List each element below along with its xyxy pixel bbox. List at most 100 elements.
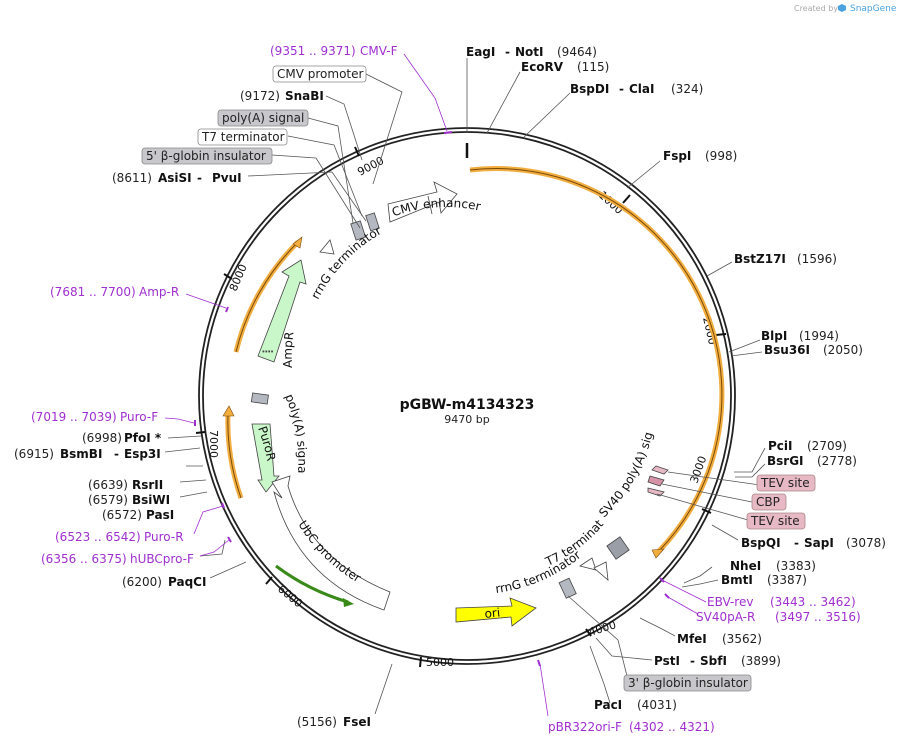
cmv-promoter-label: CMV promoter [277,67,364,81]
bsmbi-site-label[interactable]: BsmBI [60,447,102,461]
ampr-ellipsis: .... [262,345,273,355]
clai-position: (324) [671,82,703,96]
t7-terminator-box[interactable] [197,128,288,146]
psti-separator: - [690,654,695,668]
nhei-position: (3383) [776,559,816,573]
clai-site-label[interactable]: ClaI [629,82,654,96]
rsrii-site-label[interactable]: RsrII [132,478,163,492]
cmv-enhancer-arrow [387,181,458,223]
esp3i-site-label[interactable]: Esp3I [124,447,161,461]
psti-site-label[interactable]: PstI [654,654,680,668]
tev-site-box-1-label: TEV site [760,476,810,490]
sv40-gray-box [606,536,630,560]
orf-arc-left-lower-core [227,411,242,499]
bsiwi-position: (6579) [88,493,128,507]
green-orf-arrowhead [343,598,354,607]
cbp-box-label: CBP [756,495,780,509]
mfei-position: (3562) [722,632,762,646]
pbr322ori-f-position: (4302 .. 4321) [629,720,715,734]
orf-arc-right [469,166,725,554]
plasmid-name: pGBW-m4134323 [400,397,535,413]
hubcpro-f-position: (6356 .. 6375) [41,552,127,566]
polya-signal-box[interactable] [217,109,309,127]
bspqi-site-label[interactable]: BspQI [741,536,781,550]
sbfi-site-label[interactable]: SbfI [700,654,727,668]
noti-site-label[interactable]: NotI [515,45,544,59]
bspqi-separator: - [794,536,799,550]
sapi-site-label[interactable]: SapI [804,536,834,550]
bmti-site-label[interactable]: BmtI [721,573,753,587]
snabi-position: (9172) [240,89,280,103]
ubc-promoter-arrow [271,475,391,611]
beta-globin-3-box[interactable] [623,674,752,692]
ampr-arrow [257,259,307,363]
bmti-position: (3387) [767,573,807,587]
cmv-f-primer-label[interactable]: CMV-F [360,44,398,58]
fsei-site-label[interactable]: FseI [343,715,371,729]
pbr322ori-f-primer-label[interactable]: pBR322ori-F [548,720,622,734]
eagi-site-label[interactable]: EagI [466,45,495,59]
orf-arrowhead-right [651,548,665,559]
ebv-rev-primer-label[interactable]: EBV-rev [707,595,753,609]
tev-site-shape-1 [651,465,669,475]
orf-arrowhead-left-lower [222,405,235,417]
noti-position: (9464) [557,45,597,59]
blpi-site-label[interactable]: BlpI [761,329,787,343]
pcii-site-label[interactable]: PciI [768,439,793,453]
brand-prefix: Created by [794,4,838,13]
puro-f-position: (7019 .. 7039) [31,410,117,424]
tev-site-box-2-label: TEV site [750,514,800,528]
brand-name: SnapGene [850,4,897,14]
primer-marks [194,131,670,667]
paci-position: (4031) [637,698,677,712]
sapi-position: (3078) [846,536,886,550]
snapgene-brand: Created by SnapGene [794,4,897,14]
rrng-terminator-bottom-arrow [579,557,597,571]
pvui-site-label[interactable]: PvuI [212,171,242,185]
puro-f-primer-label[interactable]: Puro-F [120,410,158,424]
rsrii-position: (6639) [88,478,128,492]
fspi-site-label[interactable]: FspI [663,149,691,163]
gray-box-insulator [350,220,367,241]
bspdi-separator: - [619,82,624,96]
paqci-site-label[interactable]: PaqCI [168,575,206,589]
orf-arcs [222,166,725,559]
tev-site-box-1[interactable] [756,474,816,492]
tick-label-8000: 8000 [227,262,250,293]
sv40pa-r-primer-label[interactable]: SV40pA-R [696,610,755,624]
cmv-enhancer-divider [427,195,433,215]
green-orf-arc-group [275,564,354,607]
mfei-site-label[interactable]: MfeI [677,632,707,646]
paci-site-label[interactable]: PacI [594,698,622,712]
bsu36i-site-label[interactable]: Bsu36I [764,343,810,357]
beta-globin-5-box[interactable] [141,147,273,165]
plasmid-size: 9470 bp [444,413,489,426]
cmv-promoter-box[interactable] [272,65,367,83]
ecorv-site-label[interactable]: EcoRV [521,60,564,74]
amp-r-primer-label[interactable]: Amp-R [139,285,179,299]
tev-site-shape-2 [647,487,665,497]
asisi-site-label[interactable]: AsiSI [158,171,192,185]
rrng-terminator-top-arrow [319,239,335,255]
asisi-separator: - [197,171,202,185]
asisi-position: (8611) [112,171,152,185]
tick-label-7000: 7000 [207,430,220,458]
puro-r-primer-label[interactable]: Puro-R [144,530,184,544]
bstz17i-site-label[interactable]: BstZ17I [734,252,786,266]
bspdi-site-label[interactable]: BspDI [570,82,609,96]
pasi-site-label[interactable]: PasI [146,508,174,522]
pfoi-site-label[interactable]: PfoI * [124,431,162,445]
bsmbi-position: (6915) [14,447,54,461]
puror-arrow [251,423,280,493]
tev-site-box-2[interactable] [746,512,806,530]
gray-box-insulator-3 [558,577,577,599]
pcii-position: (2709) [807,439,847,453]
bsiwi-site-label[interactable]: BsiWI [132,493,170,507]
cbp-box[interactable] [751,493,787,511]
snabi-site-label[interactable]: SnaBI [285,89,324,103]
nhei-site-label[interactable]: NheI [730,559,761,573]
bsrgi-site-label[interactable]: BsrGI [767,454,804,468]
hubcpro-f-primer-label[interactable]: hUBCpro-F [130,552,194,566]
pasi-position: (6572) [102,508,142,522]
cmv-f-position: (9351 .. 9371) [270,44,356,58]
